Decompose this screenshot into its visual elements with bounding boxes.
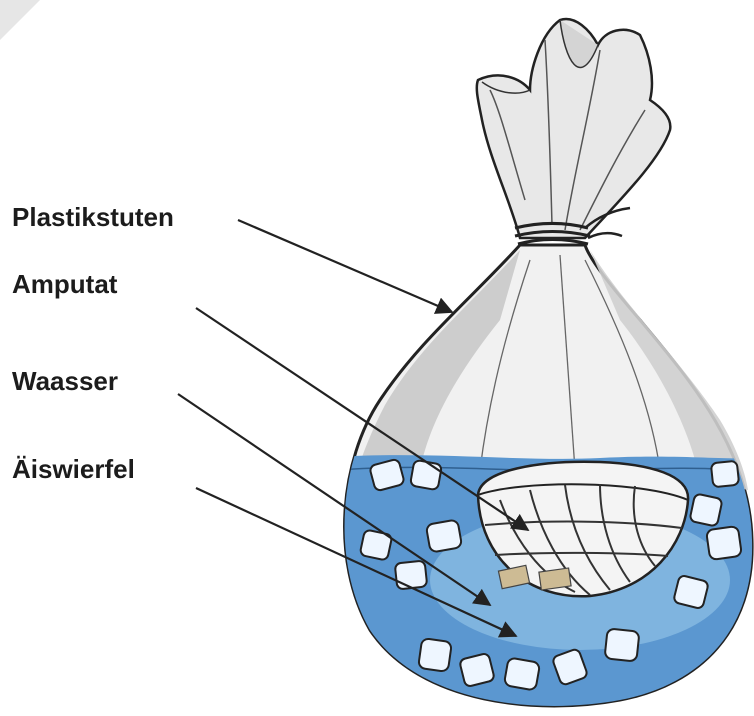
ice-cube-icon	[673, 575, 709, 609]
ice-cube-icon	[459, 653, 495, 687]
pointer-bag	[238, 220, 452, 312]
label-water: Waasser	[12, 366, 118, 396]
ice-cube-icon	[395, 561, 428, 590]
ice-cube-icon	[410, 460, 442, 490]
ice-cube-icon	[360, 529, 393, 560]
ice-cube-icon	[418, 638, 452, 672]
page-corner-fold	[0, 0, 40, 40]
ice-cube-icon	[426, 519, 462, 552]
ice-cube-icon	[711, 461, 739, 488]
bag-top-icon	[477, 19, 671, 238]
ice-cube-icon	[689, 493, 722, 526]
ice-cube-icon	[605, 628, 640, 661]
ice-cube-icon	[504, 657, 540, 690]
label-bag: Plastikstuten	[12, 202, 174, 232]
label-ice: Äiswierfel	[12, 454, 135, 484]
ice-cube-icon	[706, 526, 742, 560]
label-amputate: Amputat	[12, 269, 118, 299]
